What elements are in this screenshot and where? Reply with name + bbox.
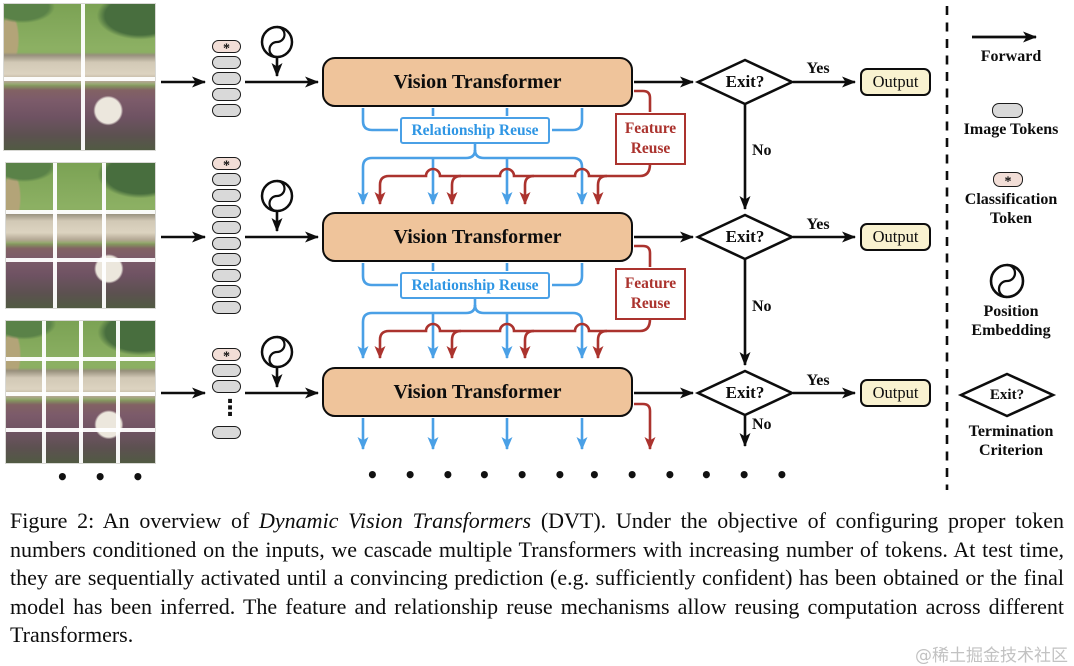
exit-label-3: Exit? [725,383,765,402]
cascade-ellipsis: • • • [700,463,798,487]
exit-diamond-2 [694,213,796,261]
vision-transformer-box-1: Vision Transformer [322,57,633,107]
yes-label: Yes [806,216,830,233]
feature-reuse-label: Reuse [630,140,671,157]
cascade-ellipsis: • • • [366,463,464,487]
yes-label: Yes [806,372,830,389]
feature-reuse-label: Feature [624,275,677,292]
legend-exit-label: Exit? [989,387,1025,403]
classification-token-legend-icon: * [993,172,1023,189]
image-token [212,173,241,186]
image-token [212,237,241,250]
termination-criterion-icon [957,372,1057,418]
grid-line [4,77,155,81]
input-image-medium [5,162,156,309]
legend-label-forward: Forward [980,48,1042,65]
image-token [212,269,241,282]
grid-line [6,210,155,215]
cascade-ellipsis: • • • [588,463,686,487]
output-box-2: Output [860,223,931,251]
image-token-legend-icon [992,103,1023,118]
image-token [212,88,241,101]
image-token [212,56,241,69]
exit-label-2: Exit? [725,227,765,246]
output-box-3: Output [860,379,931,407]
image-token [212,380,241,393]
legend-label-classification-token: Classification Token [964,191,1058,227]
grid-line [6,257,155,262]
input-image-fine [5,320,156,464]
no-label: No [752,298,772,315]
image-token [212,104,241,117]
no-label: No [752,142,772,159]
grid-line [6,392,155,396]
output-box-1: Output [860,68,931,96]
relationship-reuse-box-2: Relationship Reuse [400,272,550,299]
grid-line [6,427,155,432]
no-label: No [752,416,772,433]
forward-arrows [161,57,856,447]
watermark: @稀土掘金技术社区 [915,646,1068,666]
vision-transformer-box-3: Vision Transformer [322,367,633,417]
exit-label-1: Exit? [725,72,765,91]
position-embedding-icons [260,25,294,369]
classification-token: * [212,157,241,173]
image-token [212,301,241,314]
legend-label-position-embedding: Position Embedding [971,303,1051,339]
exit-diamond-3 [694,369,796,417]
caption-rest: (DVT). Under the objective of configurin… [10,508,1064,648]
feature-reuse-box-1: Feature Reuse [615,113,686,165]
feature-reuse-box-2: Feature Reuse [615,268,686,320]
feature-reuse-label: Reuse [630,295,671,312]
grid-line [52,163,57,308]
cascade-ellipsis: • • • [56,465,154,489]
image-token [212,189,241,202]
vision-transformer-box-2: Vision Transformer [322,212,633,262]
relationship-reuse-box-1: Relationship Reuse [400,117,550,144]
caption-lead: Figure 2: An overview of [10,508,260,533]
image-token [212,72,241,85]
image-token [212,221,241,234]
relationship-reuse-wires [357,108,588,450]
cascade-ellipsis: • • • [478,463,576,487]
token-ellipsis: ⋮ [219,396,241,421]
legend-label-termination-criterion: Termination Criterion [968,423,1054,459]
legend-graphics [945,6,1057,490]
image-token [212,253,241,266]
grid-line [102,163,107,308]
legend-label-image-tokens: Image Tokens [963,121,1059,138]
input-image-coarse [3,3,156,151]
classification-token: * [212,348,241,364]
exit-diamond-1 [694,58,796,106]
feature-reuse-wires [374,89,656,450]
yes-label: Yes [806,60,830,77]
caption-italic: Dynamic Vision Transformers [259,508,532,533]
image-token [212,285,241,298]
image-token [212,364,241,377]
figure-caption: Figure 2: An overview of Dynamic Vision … [10,507,1064,650]
image-token [212,426,241,439]
image-token [212,205,241,218]
feature-reuse-label: Feature [624,120,677,137]
grid-line [6,356,155,361]
classification-token: * [212,40,241,56]
exit-diamonds [694,58,796,417]
